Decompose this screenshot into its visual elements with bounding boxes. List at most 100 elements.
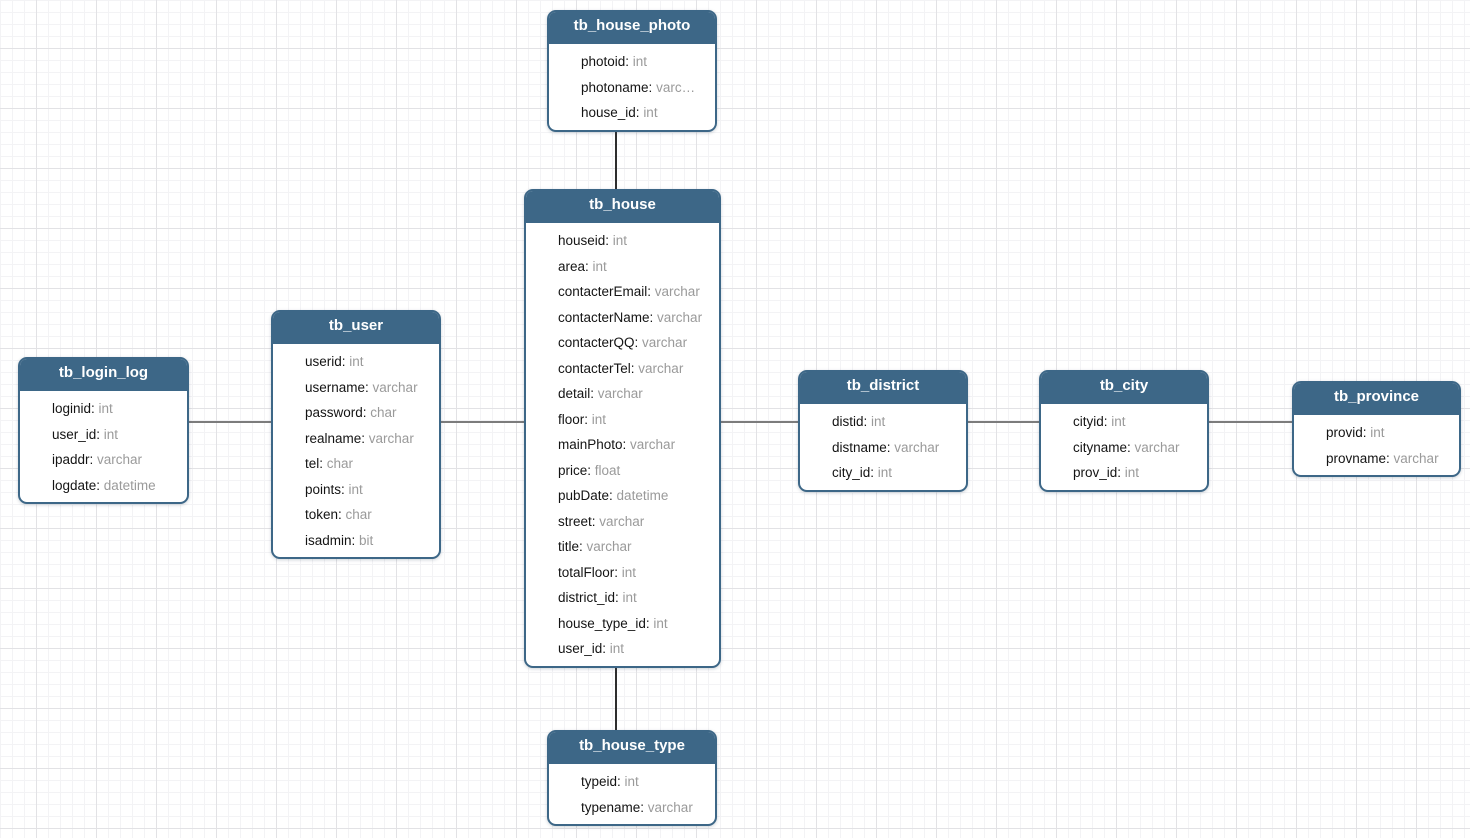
entity-table-title[interactable]: tb_login_log	[20, 359, 187, 391]
entity-field-row-contacterEmail[interactable]: contacterEmail: varchar	[558, 279, 711, 305]
entity-field-row-detail[interactable]: detail: varchar	[558, 381, 711, 407]
entity-field-row-houseid[interactable]: houseid: int	[558, 228, 711, 254]
entity-table-tb_login_log[interactable]: tb_login_log loginid: int user_id: int i…	[18, 357, 189, 504]
field-type: varchar	[638, 360, 684, 376]
relationship-line-login-log-to-user	[189, 421, 271, 423]
entity-table-title[interactable]: tb_house	[526, 190, 719, 223]
field-type: varchar	[647, 799, 693, 815]
entity-field-row-loginid[interactable]: loginid: int	[52, 396, 179, 422]
field-type: varchar	[599, 513, 645, 529]
entity-field-row-photoid[interactable]: photoid: int	[581, 49, 707, 75]
entity-field-row-photoname[interactable]: photoname: varc…	[581, 75, 707, 101]
entity-field-row-cityid[interactable]: cityid: int	[1073, 409, 1199, 435]
entity-field-row-distid[interactable]: distid: int	[832, 409, 958, 435]
entity-field-row-district_id[interactable]: district_id: int	[558, 585, 711, 611]
field-type: int	[592, 258, 607, 274]
relationship-line-house-photo-to-house	[615, 131, 617, 189]
entity-field-list: distid: int distname: varchar city_id: i…	[800, 404, 966, 490]
entity-field-row-token[interactable]: token: char	[305, 502, 431, 528]
entity-field-row-password[interactable]: password: char	[305, 400, 431, 426]
field-name: logdate:	[52, 477, 104, 493]
entity-field-row-ipaddr[interactable]: ipaddr: varchar	[52, 447, 179, 473]
field-type: int	[622, 590, 637, 605]
field-type: varchar	[654, 284, 700, 299]
entity-field-row-typeid[interactable]: typeid: int	[581, 769, 707, 795]
entity-table-title[interactable]: tb_province	[1294, 383, 1459, 415]
entity-table-tb_city[interactable]: tb_city cityid: int cityname: varchar pr…	[1039, 370, 1209, 492]
entity-field-row-price[interactable]: price: float	[558, 458, 711, 484]
field-type: int	[1111, 414, 1126, 429]
entity-field-row-prov_id[interactable]: prov_id: int	[1073, 460, 1199, 486]
field-type: varchar	[586, 539, 632, 554]
field-type: int	[877, 465, 893, 480]
entity-field-row-typename[interactable]: typename: varchar	[581, 795, 707, 821]
field-name: contacterQQ:	[558, 335, 643, 350]
entity-field-row-user_id[interactable]: user_id: int	[52, 422, 179, 448]
entity-field-row-contacterName[interactable]: contacterName: varchar	[558, 305, 711, 331]
entity-field-row-username[interactable]: username: varchar	[305, 375, 431, 401]
entity-field-row-userid[interactable]: userid: int	[305, 349, 431, 375]
relationship-line-house-to-house-type	[615, 665, 617, 730]
entity-table-title[interactable]: tb_house_photo	[549, 11, 715, 44]
entity-field-row-city_id[interactable]: city_id: int	[832, 460, 958, 486]
field-type: varchar	[597, 386, 643, 401]
entity-field-row-area[interactable]: area: int	[558, 254, 711, 280]
entity-field-row-title[interactable]: title: varchar	[558, 534, 711, 560]
entity-field-row-house_type_id[interactable]: house_type_id: int	[558, 611, 711, 637]
field-name: house_id:	[581, 105, 644, 120]
field-name: totalFloor:	[558, 564, 622, 580]
entity-table-tb_house_photo[interactable]: tb_house_photo photoid: int photoname: v…	[547, 10, 717, 132]
field-type: varchar	[97, 452, 143, 467]
entity-field-row-floor[interactable]: floor: int	[558, 407, 711, 433]
entity-table-tb_house[interactable]: tb_house houseid: int area: int contacte…	[524, 189, 721, 668]
field-name: area:	[558, 258, 593, 274]
entity-field-list: provid: int provname: varchar	[1294, 415, 1459, 475]
entity-table-tb_district[interactable]: tb_district distid: int distname: varcha…	[798, 370, 968, 492]
field-type: varchar	[642, 335, 688, 350]
entity-field-row-totalFloor[interactable]: totalFloor: int	[558, 560, 711, 586]
entity-field-row-isadmin[interactable]: isadmin: bit	[305, 528, 431, 554]
entity-table-tb_house_type[interactable]: tb_house_type typeid: int typename: varc…	[547, 730, 717, 826]
entity-table-title[interactable]: tb_user	[273, 312, 439, 344]
field-type: varchar	[657, 309, 703, 325]
entity-field-row-distname[interactable]: distname: varchar	[832, 435, 958, 461]
entity-field-row-realname[interactable]: realname: varchar	[305, 426, 431, 452]
entity-table-title[interactable]: tb_city	[1041, 371, 1207, 404]
entity-field-row-logdate[interactable]: logdate: datetime	[52, 473, 179, 499]
entity-field-row-house_id[interactable]: house_id: int	[581, 100, 707, 126]
field-name: provname:	[1326, 450, 1394, 466]
field-name: street:	[558, 513, 600, 529]
field-type: int	[632, 54, 648, 69]
entity-field-row-user_id[interactable]: user_id: int	[558, 636, 711, 662]
entity-field-row-provname[interactable]: provname: varchar	[1326, 446, 1451, 472]
entity-field-row-street[interactable]: street: varchar	[558, 509, 711, 535]
field-name: floor:	[558, 411, 592, 427]
entity-table-title[interactable]: tb_district	[800, 371, 966, 404]
entity-field-list: photoid: int photoname: varc… house_id: …	[549, 44, 715, 130]
field-name: city_id:	[832, 465, 878, 480]
entity-field-row-pubDate[interactable]: pubDate: datetime	[558, 483, 711, 509]
entity-field-row-provid[interactable]: provid: int	[1326, 420, 1451, 446]
entity-field-row-points[interactable]: points: int	[305, 477, 431, 503]
entity-table-tb_user[interactable]: tb_user userid: int username: varchar pa…	[271, 310, 441, 559]
field-type: varchar	[368, 430, 414, 446]
field-type: datetime	[103, 477, 156, 493]
entity-field-row-contacterQQ[interactable]: contacterQQ: varchar	[558, 330, 711, 356]
field-type: int	[349, 354, 364, 369]
entity-field-row-mainPhoto[interactable]: mainPhoto: varchar	[558, 432, 711, 458]
relationship-line-city-to-province	[1209, 421, 1292, 423]
entity-field-row-tel[interactable]: tel: char	[305, 451, 431, 477]
entity-field-list: cityid: int cityname: varchar prov_id: i…	[1041, 404, 1207, 490]
field-name: houseid:	[558, 233, 613, 248]
field-name: username:	[305, 379, 373, 395]
field-type: bit	[359, 532, 374, 548]
field-name: house_type_id:	[558, 615, 654, 631]
field-name: pubDate:	[558, 488, 617, 503]
entity-table-title[interactable]: tb_house_type	[549, 732, 715, 764]
entity-field-row-contacterTel[interactable]: contacterTel: varchar	[558, 356, 711, 382]
entity-table-tb_province[interactable]: tb_province provid: int provname: varcha…	[1292, 381, 1461, 477]
entity-field-row-cityname[interactable]: cityname: varchar	[1073, 435, 1199, 461]
field-name: contacterEmail:	[558, 284, 655, 299]
field-type: int	[621, 564, 637, 580]
